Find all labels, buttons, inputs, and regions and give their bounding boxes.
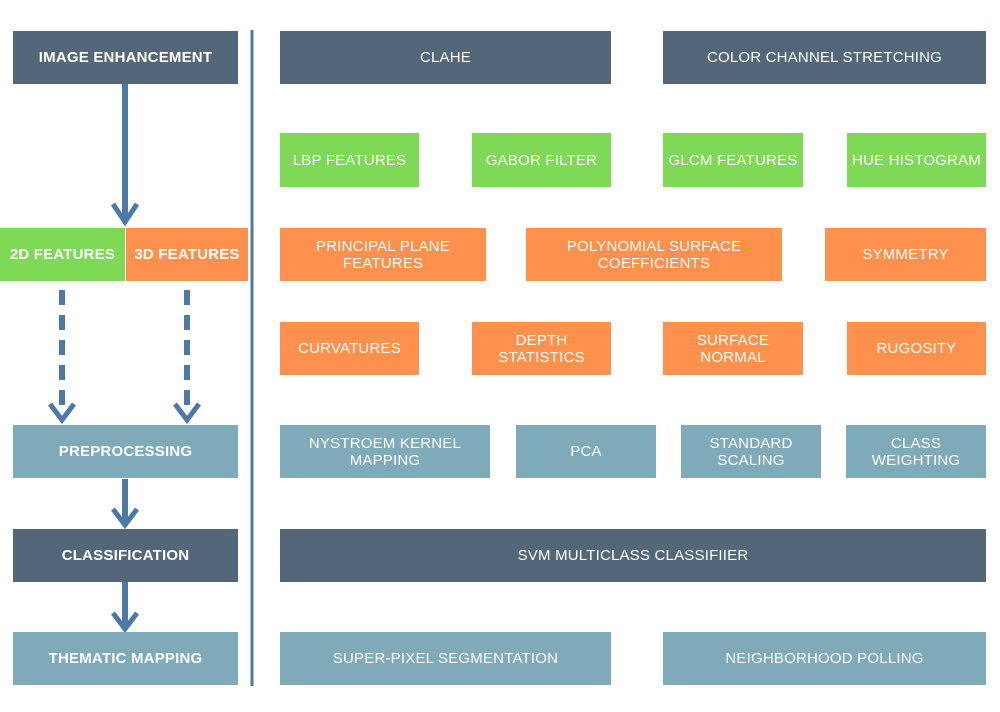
curvatures-box: CURVATURES [280, 322, 419, 375]
polynomial-surface-coefficients-box: POLYNOMIAL SURFACE COEFFICIENTS [526, 228, 782, 281]
hue-histogram-box: HUE HISTOGRAM [847, 133, 986, 187]
arrow-head-preprocessing [111, 507, 139, 530]
preprocessing-box: PREPROCESSING [13, 425, 238, 478]
svm-multiclass-classifier-box: SVM MULTICLASS CLASSIFIIER [280, 529, 986, 582]
3d-features-box: 3D FEATURES [126, 228, 248, 281]
arrow-head-classification [111, 611, 139, 634]
arrow-head-3d [173, 402, 201, 425]
super-pixel-segmentation-box: SUPER-PIXEL SEGMENTATION [280, 632, 611, 685]
image-enhancement-box: IMAGE ENHANCEMENT [13, 31, 238, 84]
rugosity-box: RUGOSITY [847, 322, 986, 375]
gabor-filter-box: GABOR FILTER [472, 133, 611, 187]
standard-scaling-box: STANDARD SCALING [681, 425, 821, 478]
principal-plane-features-box: PRINCIPAL PLANE FEATURES [280, 228, 486, 281]
glcm-features-box: GLCM FEATURES [663, 133, 803, 187]
thematic-mapping-box: THEMATIC MAPPING [13, 632, 238, 685]
clahe-box: CLAHE [280, 31, 611, 84]
lbp-features-box: LBP FEATURES [280, 133, 419, 187]
2d-features-box: 2D FEATURES [0, 228, 125, 281]
pca-box: PCA [516, 425, 656, 478]
arrow-head-enhancement [110, 202, 140, 227]
nystroem-kernel-mapping-box: NYSTROEM KERNEL MAPPING [280, 425, 490, 478]
arrow-head-2d [48, 402, 76, 425]
surface-normal-box: SURFACE NORMAL [663, 322, 803, 375]
depth-statistics-box: DEPTH STATISTICS [472, 322, 611, 375]
color-channel-stretching-box: COLOR CHANNEL STRETCHING [663, 31, 986, 84]
class-weighting-box: CLASS WEIGHTING [846, 425, 986, 478]
neighborhood-polling-box: NEIGHBORHOOD POLLING [663, 632, 986, 685]
classification-box: CLASSIFICATION [13, 529, 238, 582]
symmetry-box: SYMMETRY [825, 228, 986, 281]
